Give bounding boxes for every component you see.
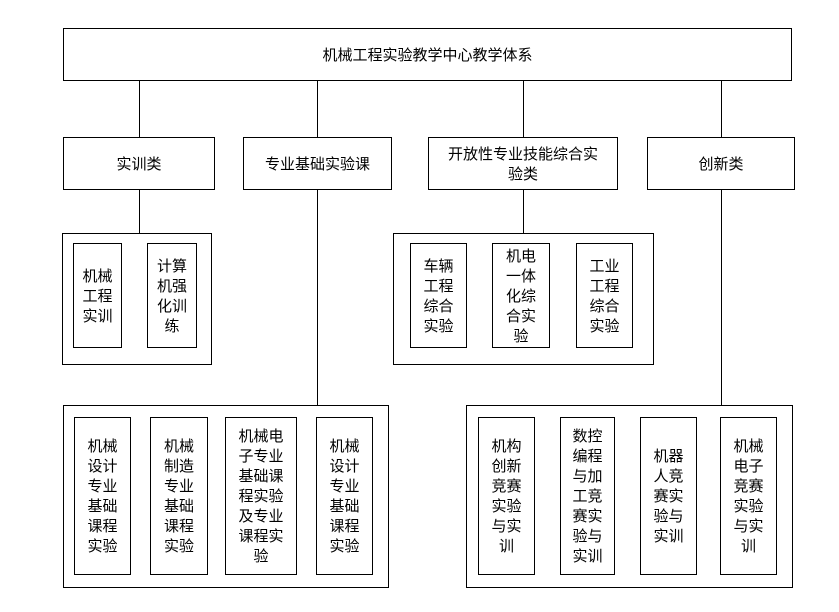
connector-root-basic-courses — [317, 81, 318, 137]
leaf-node-mechatronic-basic-and-major: 机械电子专业基础课程实验及专业课程实验 — [225, 417, 297, 575]
connector-root-training — [139, 81, 140, 137]
category-label-innovation: 创新类 — [698, 154, 744, 173]
category-node-training: 实训类 — [63, 137, 215, 190]
connector-root-open-skills — [523, 81, 524, 137]
category-node-basic-courses: 专业基础实验课 — [243, 137, 392, 190]
leaf-node-mech-eng-training: 机械工程实训 — [73, 243, 122, 348]
leaf-label: 车辆工程综合实验 — [423, 256, 454, 335]
leaf-label: 机电一体化综合实验 — [505, 246, 536, 345]
leaf-node-vehicle-eng-comprehensive: 车辆工程综合实验 — [410, 243, 467, 348]
leaf-label: 机构创新竞赛实验与实训 — [491, 437, 522, 555]
leaf-node-mechatronics-contest: 机械电子竞赛实验与实训 — [720, 417, 777, 575]
category-node-innovation: 创新类 — [647, 137, 795, 190]
connector-innovation-group — [721, 190, 722, 405]
leaf-node-computer-intensive-training: 计算机强化训练 — [147, 243, 197, 348]
leaf-node-nc-programming-contest: 数控编程与加工竞赛实验与实训 — [560, 417, 615, 575]
leaf-node-mech-manufacturing-basic: 机械制造专业基础课程实验 — [150, 417, 208, 575]
connector-root-innovation — [721, 81, 722, 137]
leaf-node-mechatronics-comprehensive: 机电一体化综合实验 — [492, 243, 550, 348]
category-node-open-skills: 开放性专业技能综合实验类 — [428, 137, 618, 190]
leaf-node-mech-design-basic-2: 机械设计专业基础课程实验 — [316, 417, 373, 575]
leaf-label: 机械电子竞赛实验与实训 — [733, 437, 764, 555]
leaf-node-mechanism-innovation-contest: 机构创新竞赛实验与实训 — [478, 417, 535, 575]
leaf-node-robot-contest: 机器人竞赛实验与实训 — [640, 417, 697, 575]
leaf-label: 机械电子专业基础课程实验及专业课程实验 — [238, 427, 284, 565]
root-node: 机械工程实验教学中心教学体系 — [63, 28, 792, 81]
connector-basic-courses-group — [317, 190, 318, 405]
leaf-label: 机械设计专业基础课程实验 — [87, 437, 118, 555]
leaf-label: 机械制造专业基础课程实验 — [163, 437, 194, 555]
connector-training-group — [139, 190, 140, 233]
connector-open-skills-group — [523, 190, 524, 233]
leaf-label: 机械设计专业基础课程实验 — [329, 437, 360, 555]
leaf-node-mech-design-basic: 机械设计专业基础课程实验 — [74, 417, 131, 575]
category-label-open-skills: 开放性专业技能综合实验类 — [447, 144, 598, 183]
leaf-label: 机械工程实训 — [82, 266, 113, 325]
category-label-basic-courses: 专业基础实验课 — [264, 154, 370, 173]
leaf-label: 机器人竞赛实验与实训 — [653, 447, 684, 545]
root-node-label: 机械工程实验教学中心教学体系 — [322, 45, 533, 64]
leaf-node-industrial-eng-comprehensive: 工业工程综合实验 — [576, 243, 633, 348]
leaf-label: 数控编程与加工竞赛实验与实训 — [572, 427, 603, 565]
leaf-label: 计算机强化训练 — [156, 256, 187, 335]
leaf-label: 工业工程综合实验 — [589, 256, 620, 335]
category-label-training: 实训类 — [116, 154, 162, 173]
